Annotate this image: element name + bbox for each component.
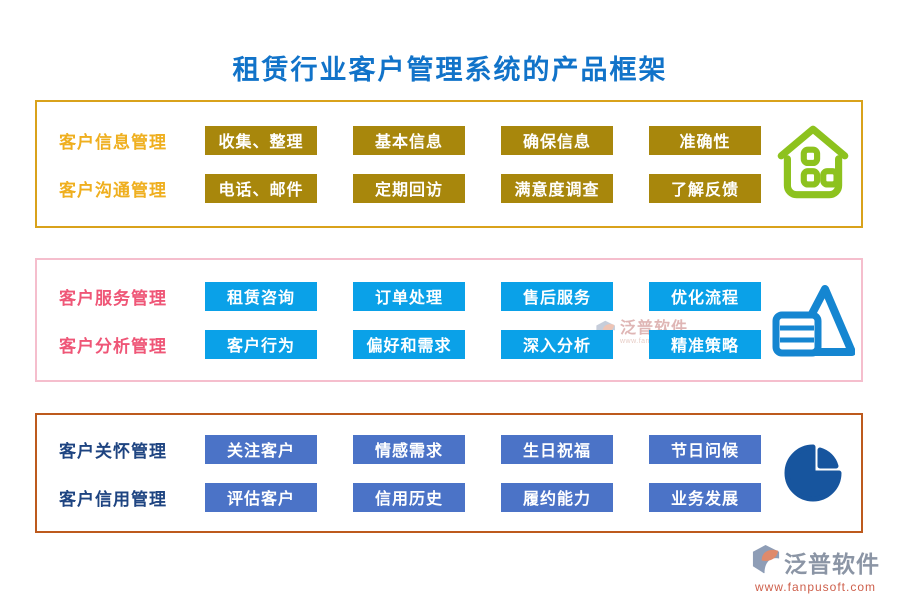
feature-node: 满意度调查 — [501, 173, 613, 203]
panel-info-communication: 客户信息管理 收集、整理 基本信息 确保信息 准确性 客户沟通管理 电话、邮件 … — [35, 100, 863, 228]
feature-node: 深入分析 — [501, 329, 613, 359]
feature-node: 客户行为 — [205, 329, 317, 359]
feature-node: 优化流程 — [649, 281, 761, 311]
row-label: 客户服务管理 — [59, 288, 167, 308]
row-label: 客户分析管理 — [59, 336, 167, 356]
framework-row: 客户关怀管理 关注客户 情感需求 生日祝福 节日问候 — [59, 434, 765, 464]
feature-node: 偏好和需求 — [353, 329, 465, 359]
feature-node: 基本信息 — [353, 125, 465, 155]
framework-row: 客户分析管理 客户行为 偏好和需求 深入分析 精准策略 — [59, 329, 765, 359]
feature-node: 情感需求 — [353, 434, 465, 464]
pie-chart-icon — [765, 415, 861, 531]
feature-node: 订单处理 — [353, 281, 465, 311]
panel-rows: 客户关怀管理 关注客户 情感需求 生日祝福 节日问候 客户信用管理 评估客户 信… — [37, 415, 765, 531]
fanpu-brand-text: 泛普软件 — [784, 551, 880, 577]
panel-rows: 客户信息管理 收集、整理 基本信息 确保信息 准确性 客户沟通管理 电话、邮件 … — [37, 102, 765, 226]
row-label: 客户沟通管理 — [59, 180, 167, 200]
row-label: 客户关怀管理 — [59, 441, 167, 461]
feature-buttons: 电话、邮件 定期回访 满意度调查 了解反馈 — [205, 173, 761, 203]
feature-node: 信用历史 — [353, 482, 465, 512]
feature-node: 评估客户 — [205, 482, 317, 512]
feature-node: 了解反馈 — [649, 173, 761, 203]
feature-node: 履约能力 — [501, 482, 613, 512]
panel-care-credit: 客户关怀管理 关注客户 情感需求 生日祝福 节日问候 客户信用管理 评估客户 信… — [35, 413, 863, 533]
feature-node: 关注客户 — [205, 434, 317, 464]
feature-buttons: 关注客户 情感需求 生日祝福 节日问候 — [205, 434, 761, 464]
feature-node: 准确性 — [649, 125, 761, 155]
feature-node: 节日问候 — [649, 434, 761, 464]
framework-row: 客户信用管理 评估客户 信用历史 履约能力 业务发展 — [59, 482, 765, 512]
framework-row: 客户信息管理 收集、整理 基本信息 确保信息 准确性 — [59, 125, 765, 155]
feature-node: 收集、整理 — [205, 125, 317, 155]
feature-buttons: 租赁咨询 订单处理 售后服务 优化流程 — [205, 281, 761, 311]
feature-buttons: 评估客户 信用历史 履约能力 业务发展 — [205, 482, 761, 512]
page-title: 租赁行业客户管理系统的产品框架 — [232, 55, 668, 85]
row-label: 客户信息管理 — [59, 132, 167, 152]
feature-node: 租赁咨询 — [205, 281, 317, 311]
feature-node: 业务发展 — [649, 482, 761, 512]
framework-row: 客户服务管理 租赁咨询 订单处理 售后服务 优化流程 — [59, 281, 765, 311]
fanpu-logo-icon — [751, 544, 782, 580]
house-icon — [765, 102, 861, 226]
panel-rows: 客户服务管理 租赁咨询 订单处理 售后服务 优化流程 客户分析管理 客户行为 偏… — [37, 260, 765, 380]
framework-row: 客户沟通管理 电话、邮件 定期回访 满意度调查 了解反馈 — [59, 173, 765, 203]
feature-buttons: 收集、整理 基本信息 确保信息 准确性 — [205, 125, 761, 155]
feature-node: 售后服务 — [501, 281, 613, 311]
fanpu-url-text: www.fanpusoft.com — [754, 580, 877, 594]
feature-node: 精准策略 — [649, 329, 761, 359]
panel-service-analysis: 泛普软件 www.fanpusoft.com 客户服务管理 租赁咨询 订单处理 … — [35, 258, 863, 382]
feature-node: 定期回访 — [353, 173, 465, 203]
feature-node: 电话、邮件 — [205, 173, 317, 203]
row-label: 客户信用管理 — [59, 489, 167, 509]
fanpu-logo: 泛普软件 www.fanpusoft.com — [751, 544, 880, 594]
feature-buttons: 客户行为 偏好和需求 深入分析 精准策略 — [205, 329, 761, 359]
feature-node: 确保信息 — [501, 125, 613, 155]
triangle-list-icon — [765, 260, 861, 380]
feature-node: 生日祝福 — [501, 434, 613, 464]
